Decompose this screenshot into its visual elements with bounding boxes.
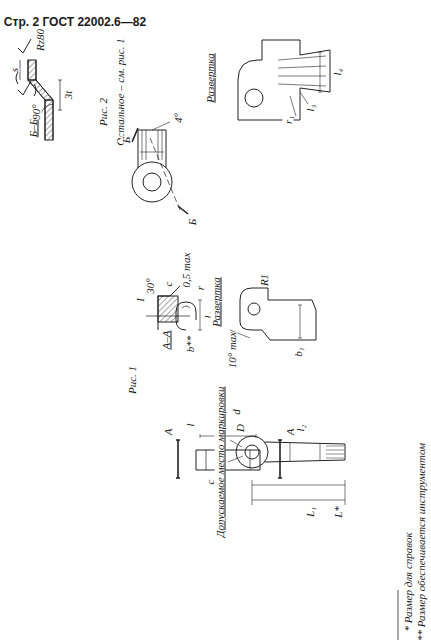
detail-mark: I xyxy=(135,298,146,302)
angle-dimension: 4° xyxy=(173,113,184,123)
angle-dimension: 10° max xyxy=(227,332,238,368)
figure-note: Остальное – см. рис. 1 xyxy=(115,38,126,145)
dimension: r₁ xyxy=(283,116,294,124)
dimension: l₄ xyxy=(332,69,343,76)
section-label: А–А xyxy=(161,331,172,350)
dimension: L* xyxy=(333,506,344,518)
page-header: Стр. 2 ГОСТ 22002.6—82 xyxy=(4,16,146,28)
roughness-mark: Rz80 xyxy=(35,29,46,51)
section-mark: А xyxy=(163,429,174,436)
dimension: 3t xyxy=(63,91,74,100)
dimension: l xyxy=(185,423,196,426)
dimension: c xyxy=(163,282,174,287)
dimension: d xyxy=(231,409,242,415)
figure-title: Рис. 1 xyxy=(127,366,138,394)
section-mark: Б xyxy=(187,219,198,226)
dimension: r xyxy=(195,286,206,290)
figure-title: Рис. 2 xyxy=(98,98,109,126)
dimension: R1 xyxy=(259,274,270,286)
view-title: Развертка xyxy=(211,277,222,326)
dimension: b₁ xyxy=(293,347,304,356)
footnote: ** Размер обеспечивается инструментом xyxy=(416,443,427,641)
view-title: Развертка xyxy=(205,53,216,102)
dimension: 0,5 max xyxy=(181,253,192,288)
footnote: * Размер для справок xyxy=(403,532,414,631)
angle-dimension: 30° xyxy=(145,278,156,293)
dimension: l₂ xyxy=(295,425,306,432)
section-mark: Б xyxy=(121,137,132,144)
angle-dimension: 90° xyxy=(31,104,42,119)
dimension: s xyxy=(9,68,20,72)
dimension: L₁ xyxy=(305,507,316,517)
section-label: Б–Б xyxy=(28,119,39,137)
dimension: D xyxy=(235,424,246,432)
marking-note: Допускаемое место маркировки xyxy=(215,387,226,538)
dimension: b** xyxy=(185,336,196,353)
dimension: l₃ xyxy=(305,105,316,112)
